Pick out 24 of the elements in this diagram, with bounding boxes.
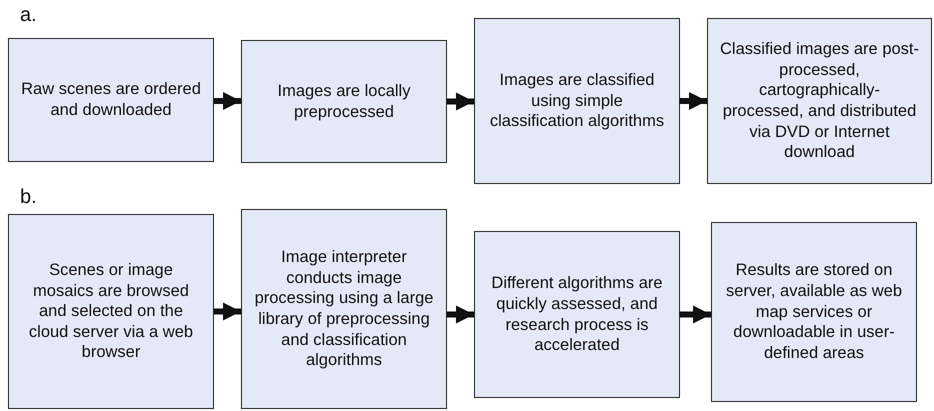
arrow (680, 92, 707, 110)
arrow (214, 92, 241, 110)
arrow (680, 306, 711, 324)
arrow (214, 302, 241, 320)
process-box (8, 38, 214, 162)
box-text: Raw scenes are ordered and downloaded (21, 79, 201, 121)
panel-label: a. (20, 4, 37, 27)
process-box (241, 40, 447, 163)
arrow (447, 306, 474, 324)
process-box (8, 214, 214, 409)
panel-label: b. (20, 186, 37, 209)
process-box (711, 222, 917, 402)
process-box (474, 231, 680, 398)
process-box (474, 18, 680, 184)
arrow (447, 92, 474, 110)
box-text: Images are locally preprocessed (276, 80, 412, 122)
box-text: Images are classified using simple classification algorithms (488, 70, 666, 132)
process-box (241, 209, 447, 409)
process-box (707, 18, 932, 184)
box-text: Classified images are post-processed, cartographically-processed, and distributed via DVD or Internet download (720, 39, 919, 163)
box-text: Image interpreter conducts image processing using a large library of preprocessing and classification algorithms (254, 247, 434, 371)
box-text: Results are stored on server, available as web map services or downloadable in user-defined areas (724, 260, 904, 364)
box-text: Scenes or image mosaics are browsed and selected on the cloud server via a web browser (28, 260, 194, 364)
box-text: Different algorithms are quickly assessed, and research process is accelerated (490, 273, 664, 356)
